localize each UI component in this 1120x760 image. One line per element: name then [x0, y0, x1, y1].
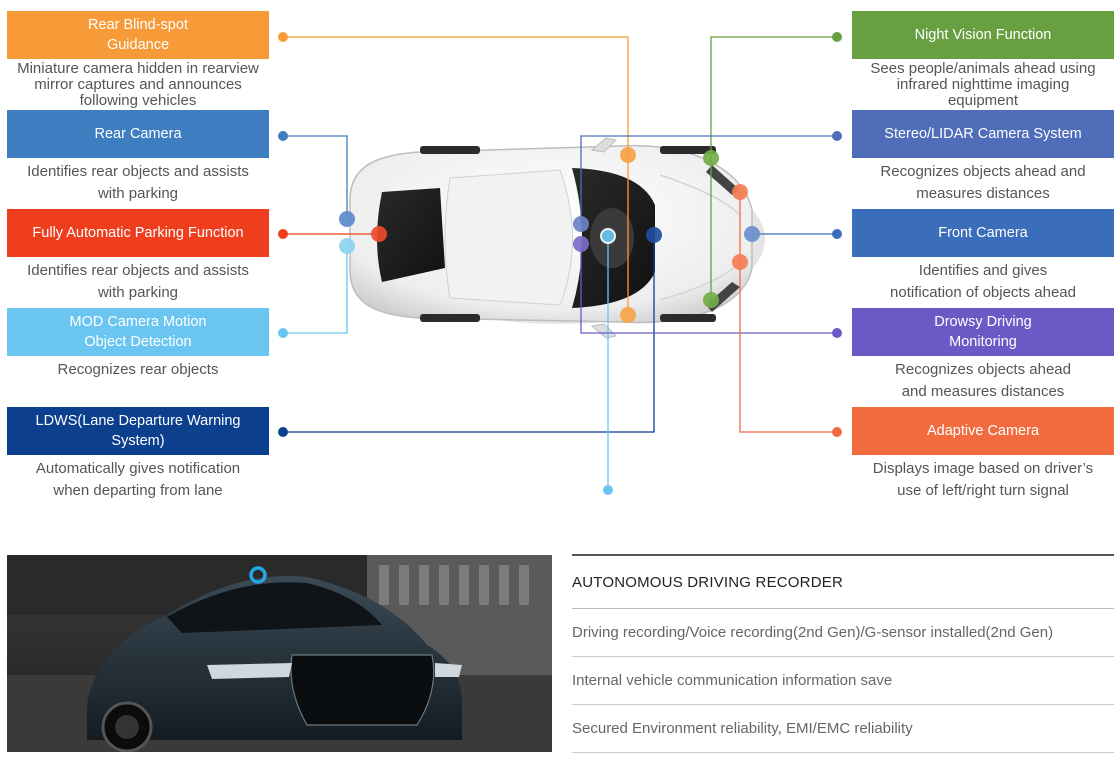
feature-title: Stereo/LIDAR Camera System [852, 110, 1114, 158]
connector-adaptive [739, 192, 837, 433]
feature-title: Night Vision Function [852, 11, 1114, 59]
sensor-dot-rear-camera [339, 211, 355, 227]
feature-automatic-parking: Fully Automatic Parking Function Identif… [7, 209, 269, 304]
connector-night-vision [710, 36, 837, 300]
connector-mod [283, 246, 348, 334]
connector-stereo [580, 135, 837, 224]
feature-title: Rear Blind-spot Guidance [7, 11, 269, 59]
connector-rear-blind-spot [283, 36, 629, 155]
feature-adaptive-camera: Adaptive Camera Displays image based on … [852, 407, 1114, 502]
sensor-dot-night-vision [703, 150, 719, 166]
sensor-dot-adaptive [732, 184, 748, 200]
sensor-dot-night-vision [703, 292, 719, 308]
sensor-dot-ldws [646, 227, 662, 243]
recorder-item: Internal vehicle communication informati… [572, 657, 1114, 705]
sensor-dot-parking [371, 226, 387, 242]
feature-stereo-lidar: Stereo/LIDAR Camera System Recognizes ob… [852, 110, 1114, 205]
sensor-dot-mod [339, 238, 355, 254]
feature-title: Rear Camera [7, 110, 269, 158]
feature-night-vision: Night Vision Function Sees people/animal… [852, 11, 1114, 109]
connector-ldws [283, 235, 655, 433]
connector-drowsy [580, 244, 837, 334]
feature-description: Automatically gives notification when de… [35, 460, 241, 499]
feature-description: Identifies and gives notification of obj… [890, 262, 1076, 301]
feature-description: Recognizes objects ahead and measures di… [880, 163, 1086, 202]
driving-recorder-panel: AUTONOMOUS DRIVING RECORDER Driving reco… [572, 554, 1114, 753]
endpoint-dot [278, 229, 288, 239]
car-top-view [349, 137, 765, 339]
feature-description: Sees people/animals ahead using infrared… [870, 60, 1096, 109]
endpoint-dot [832, 131, 842, 141]
recorder-item: Secured Environment reliability, EMI/EMC… [572, 705, 1114, 753]
connector-rear-camera [283, 135, 348, 219]
endpoint-dot [832, 427, 842, 437]
endpoint-dot [278, 328, 288, 338]
endpoint-dot [278, 427, 288, 437]
feature-description: Recognizes rear objects [57, 361, 219, 378]
endpoint-dot [603, 485, 613, 495]
sensor-dot-blind-spot [620, 147, 636, 163]
sensor-dot-recorder [600, 228, 616, 244]
feature-description: Identifies rear objects and assists with… [27, 262, 249, 301]
sensor-dot-stereo [573, 216, 589, 232]
recorder-camera-marker [249, 566, 267, 584]
sensor-dot-adaptive [732, 254, 748, 270]
sensor-dot-front [744, 226, 760, 242]
sensor-dot-blind-spot [620, 307, 636, 323]
feature-title: Fully Automatic Parking Function [7, 209, 269, 257]
feature-rear-camera: Rear Camera Identifies rear objects and … [7, 110, 269, 205]
endpoint-dot [278, 32, 288, 42]
feature-front-camera: Front Camera Identifies and gives notifi… [852, 209, 1114, 304]
feature-drowsy-driving: Drowsy Driving Monitoring Recognizes obj… [852, 308, 1114, 403]
endpoint-dot [832, 328, 842, 338]
feature-title: LDWS(Lane Departure Warning System) [7, 407, 269, 455]
endpoint-dot [832, 32, 842, 42]
feature-description: Displays image based on driver’s use of … [872, 460, 1094, 499]
feature-mod-camera: MOD Camera Motion Object Detection Recog… [7, 308, 269, 381]
feature-title: Adaptive Camera [852, 407, 1114, 455]
feature-title: MOD Camera Motion Object Detection [7, 308, 269, 356]
recorder-item: Driving recording/Voice recording(2nd Ge… [572, 609, 1114, 657]
car-photo [7, 555, 552, 752]
feature-rear-blind-spot: Rear Blind-spot Guidance Miniature camer… [7, 11, 269, 109]
recorder-title: AUTONOMOUS DRIVING RECORDER [572, 554, 1114, 609]
feature-description: Identifies rear objects and assists with… [27, 163, 249, 202]
feature-description: Recognizes objects ahead and measures di… [895, 361, 1071, 400]
endpoint-dot [832, 229, 842, 239]
feature-description: Miniature camera hidden in rearview mirr… [17, 60, 259, 109]
sensor-dot-drowsy [573, 236, 589, 252]
feature-title: Front Camera [852, 209, 1114, 257]
feature-title: Drowsy Driving Monitoring [852, 308, 1114, 356]
endpoint-dot [278, 131, 288, 141]
sensor-diagram [278, 32, 842, 495]
feature-ldws: LDWS(Lane Departure Warning System) Auto… [7, 407, 269, 502]
